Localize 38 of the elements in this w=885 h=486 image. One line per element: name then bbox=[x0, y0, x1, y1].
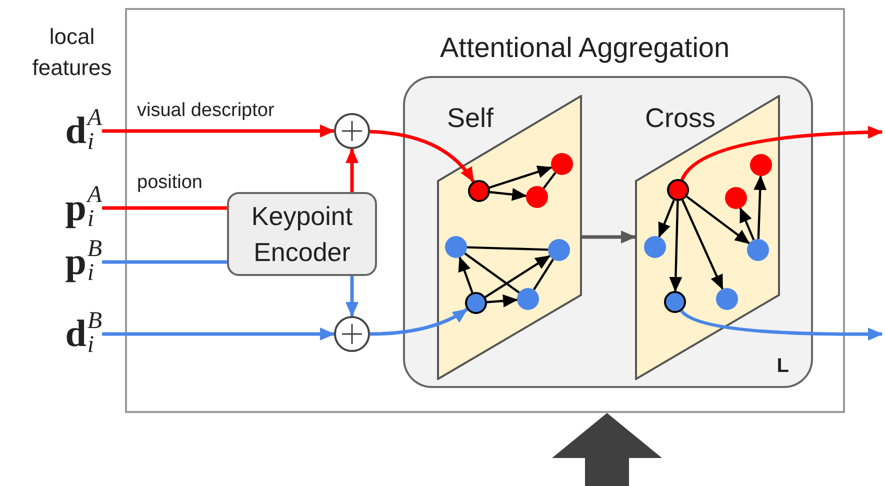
arrow bbox=[658, 200, 675, 238]
arrow bbox=[669, 200, 682, 292]
section-label: local features bbox=[31, 23, 113, 82]
arrow bbox=[680, 126, 883, 181]
arrow bbox=[346, 276, 358, 317]
arrow bbox=[682, 200, 724, 290]
arrow bbox=[754, 175, 767, 240]
sum-node bbox=[334, 113, 370, 149]
arrow bbox=[680, 310, 883, 341]
connector-line bbox=[102, 260, 227, 264]
plane-title: Self bbox=[447, 103, 494, 134]
connector-line bbox=[466, 246, 548, 251]
connector-line bbox=[464, 252, 520, 294]
plane-title: Cross bbox=[645, 103, 716, 134]
large-arrow bbox=[552, 413, 662, 486]
arrow bbox=[486, 294, 518, 308]
arrow bbox=[582, 230, 636, 244]
arrow bbox=[102, 124, 335, 138]
arrow bbox=[490, 188, 528, 201]
arrow bbox=[346, 148, 358, 192]
arrow bbox=[102, 328, 335, 340]
process-box: Keypoint Encoder bbox=[227, 192, 377, 276]
edge-label: visual descriptor bbox=[135, 100, 276, 122]
sum-node bbox=[334, 316, 370, 352]
connector-line bbox=[542, 172, 556, 189]
arrow bbox=[489, 166, 552, 189]
arrow bbox=[370, 130, 475, 183]
arrow bbox=[484, 255, 551, 298]
layer-count-label: L bbox=[776, 355, 789, 378]
panel-title: Attentional Aggregation bbox=[440, 32, 730, 64]
connector-line bbox=[102, 206, 227, 210]
edge-label: position bbox=[135, 172, 204, 194]
connector-line bbox=[532, 258, 554, 290]
module-frame bbox=[125, 8, 845, 413]
arrow bbox=[370, 308, 468, 336]
arrow bbox=[686, 196, 750, 244]
arrow bbox=[458, 256, 474, 294]
arrow bbox=[739, 207, 755, 240]
